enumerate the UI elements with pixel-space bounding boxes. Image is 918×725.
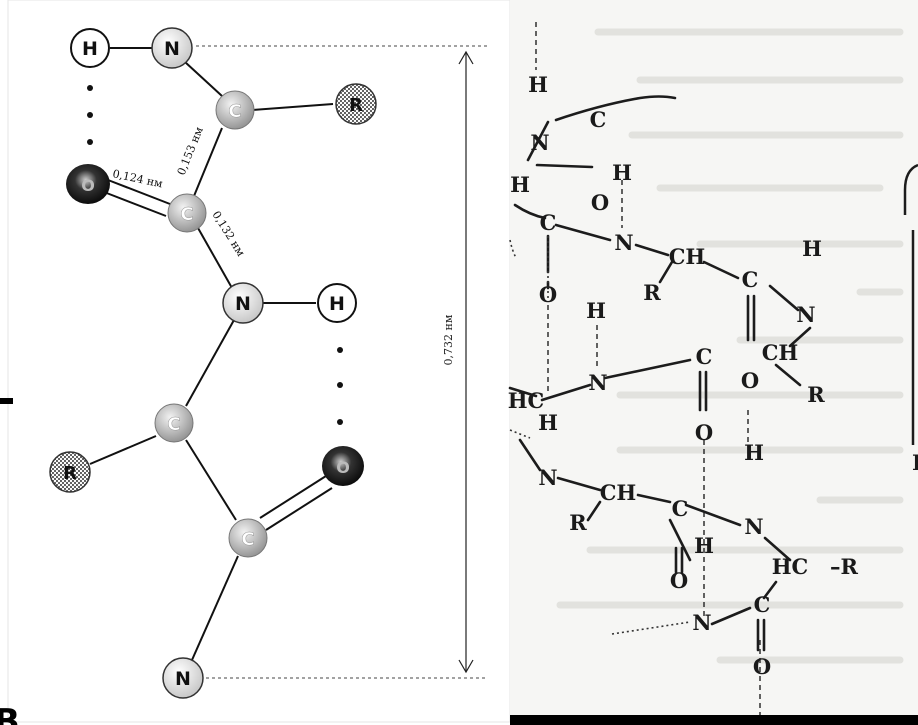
helix-backbone-dotted — [509, 236, 691, 635]
dimension-arrow — [458, 50, 474, 674]
label-o4: O — [695, 420, 713, 445]
bond-lines — [89, 47, 334, 661]
label-dash-r: –R — [830, 554, 859, 579]
atom-c-carbonyl-2: C — [228, 518, 268, 558]
bond-ccarbonyl2-nbottom — [191, 555, 239, 661]
hydrogen-bond-dots-right — [337, 347, 343, 425]
svg-text:H: H — [329, 293, 345, 315]
atom-n-bottom: N — [162, 657, 204, 699]
corner-fragment: B — [0, 702, 20, 725]
label-h1: H — [528, 72, 548, 97]
label-ch3: CH — [600, 480, 637, 505]
atom-o-1: O — [66, 164, 110, 204]
label-r-edge: R — [912, 450, 918, 475]
bond-calpha2-r2 — [89, 435, 157, 465]
label-r2: R — [807, 382, 825, 407]
bottom-rule — [510, 715, 918, 725]
svg-text:N: N — [164, 38, 180, 60]
hydrogen-bonds-dashed — [535, 22, 761, 722]
label-h7: H — [744, 440, 764, 465]
bond-co2-a — [259, 475, 327, 519]
label-c5: C — [672, 496, 689, 521]
left-edge-bar — [0, 398, 13, 404]
label-c6: C — [754, 592, 771, 617]
bond-ccarbonyl1-nmid — [197, 227, 233, 289]
atom-c-alpha-1: C — [215, 90, 255, 130]
bond-calpha1-r1 — [251, 103, 334, 111]
label-n5: N — [538, 465, 557, 490]
label-h6: H — [538, 410, 558, 435]
peptide-ball-stick-model: 0,732 нм — [0, 0, 511, 725]
atom-n-top: N — [151, 27, 193, 69]
bond-nmid-calpha2 — [185, 319, 235, 407]
helix-backbone — [508, 95, 812, 652]
atom-h-mid: H — [317, 283, 357, 323]
label-o1: O — [591, 190, 609, 215]
alpha-helix-formula: H N C H H C O N O CH C R H N H C CH N HC… — [508, 0, 918, 725]
atom-h-top: H — [70, 28, 110, 68]
svg-text:C: C — [228, 101, 241, 122]
right-panel-bg — [510, 0, 918, 725]
svg-text:R: R — [349, 95, 363, 116]
svg-text:N: N — [235, 293, 251, 315]
label-n3: N — [796, 302, 815, 327]
label-c1: C — [590, 107, 607, 132]
label-c2: C — [540, 210, 557, 235]
atom-r-2: R — [49, 451, 91, 493]
label-o2: O — [539, 282, 557, 307]
dimension-label: 0,732 нм — [442, 314, 455, 365]
label-n4: N — [588, 370, 607, 395]
label-h3: H — [612, 160, 632, 185]
label-n6: N — [744, 514, 763, 539]
svg-text:O: O — [81, 176, 95, 195]
atom-c-carbonyl-1: C — [167, 193, 207, 233]
label-hc-r: HC — [772, 554, 809, 579]
svg-text:C: C — [241, 529, 254, 550]
svg-text:H: H — [82, 38, 98, 60]
bond-calpha2-ccarbonyl2 — [185, 439, 237, 521]
bond-calpha1-ccarbonyl1 — [193, 127, 223, 197]
label-h2: H — [510, 172, 530, 197]
label-h5: H — [586, 298, 606, 323]
label-r3: R — [569, 510, 587, 535]
label-n1: N — [530, 130, 549, 155]
svg-text:R: R — [63, 463, 77, 484]
svg-text:N: N — [175, 668, 191, 690]
label-c3: C — [742, 267, 759, 292]
label-ch2: CH — [762, 340, 799, 365]
svg-text:C: C — [180, 204, 193, 225]
label-o3: O — [741, 368, 759, 393]
faint-background-lines — [556, 28, 904, 664]
label-o6: O — [753, 654, 771, 679]
label-h8: H — [694, 533, 714, 558]
label-n7: N — [692, 610, 711, 635]
label-n2: N — [614, 230, 633, 255]
atom-c-alpha-2: C — [154, 403, 194, 443]
formula-labels: H N C H H C O N O CH C R H N H C CH N HC… — [508, 72, 918, 679]
svg-text:C: C — [167, 414, 180, 435]
right-edge-curve — [903, 163, 918, 215]
atom-n-mid: N — [222, 282, 264, 324]
label-hc1: HC — [508, 388, 545, 413]
label-h4: H — [802, 236, 822, 261]
hydrogen-bond-dots-left — [87, 85, 93, 145]
left-panel-frame — [7, 0, 511, 723]
label-r1: R — [643, 280, 661, 305]
label-ch1: CH — [669, 244, 706, 269]
bond-co2-b — [265, 487, 333, 531]
atom-o-2: O — [322, 446, 364, 486]
label-o5: O — [670, 568, 688, 593]
atom-r-1: R — [335, 83, 377, 125]
label-c4: C — [696, 344, 713, 369]
bond-n-calpha1 — [184, 61, 223, 97]
bond-co1-a — [107, 179, 171, 205]
bond-co1-b — [103, 191, 167, 217]
svg-text:O: O — [336, 458, 350, 477]
